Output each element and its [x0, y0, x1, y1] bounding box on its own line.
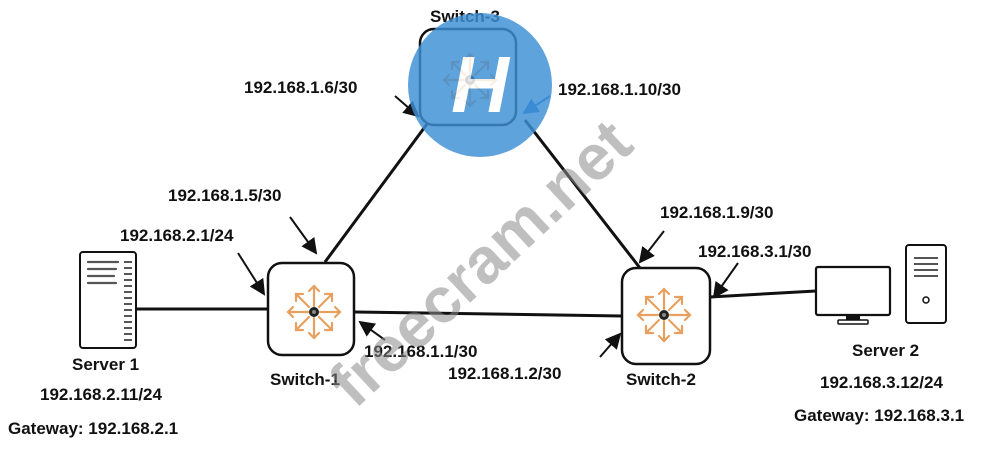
switch-2-label: Switch-2	[626, 370, 696, 389]
switch-2[interactable]	[620, 266, 712, 366]
switch-1[interactable]	[266, 261, 356, 357]
ip-label-sw2-to-sw3: 192.168.1.9/30	[660, 203, 773, 222]
ip-label-sw2-to-server2: 192.168.3.1/30	[698, 242, 811, 261]
link-sw3-sw2	[523, 119, 642, 269]
ip-label-sw1-to-server1: 192.168.2.1/24	[120, 226, 234, 245]
link-sw1-sw3	[323, 119, 432, 263]
link-sw2-server2	[709, 289, 817, 299]
ip-label-sw1-to-sw3: 192.168.1.5/30	[168, 186, 281, 205]
server-2-label: Server 2	[852, 341, 919, 360]
label-pointers	[237, 95, 739, 358]
ip-label-sw2-to-sw1: 192.168.1.2/30	[448, 364, 561, 383]
server-1-gateway: Gateway: 192.168.2.1	[8, 419, 178, 438]
server-1-label: Server 1	[72, 355, 139, 374]
server-2-gateway: Gateway: 192.168.3.1	[794, 406, 964, 425]
watermark-logo: H	[408, 13, 552, 157]
server-2-icon[interactable]	[814, 244, 947, 325]
server-2-ip: 192.168.3.12/24	[820, 373, 943, 392]
ip-label-sw3-to-sw2: 192.168.1.10/30	[558, 80, 681, 99]
server-1-ip: 192.168.2.11/24	[40, 385, 163, 404]
switch-1-label: Switch-1	[270, 370, 340, 389]
ip-label-sw1-to-sw2: 192.168.1.1/30	[364, 342, 477, 361]
watermark-logo-glyph: H	[451, 40, 511, 129]
server-1-icon[interactable]	[79, 251, 137, 349]
link-sw1-sw2	[354, 310, 623, 318]
ip-label-sw3-to-sw1: 192.168.1.6/30	[244, 78, 357, 97]
